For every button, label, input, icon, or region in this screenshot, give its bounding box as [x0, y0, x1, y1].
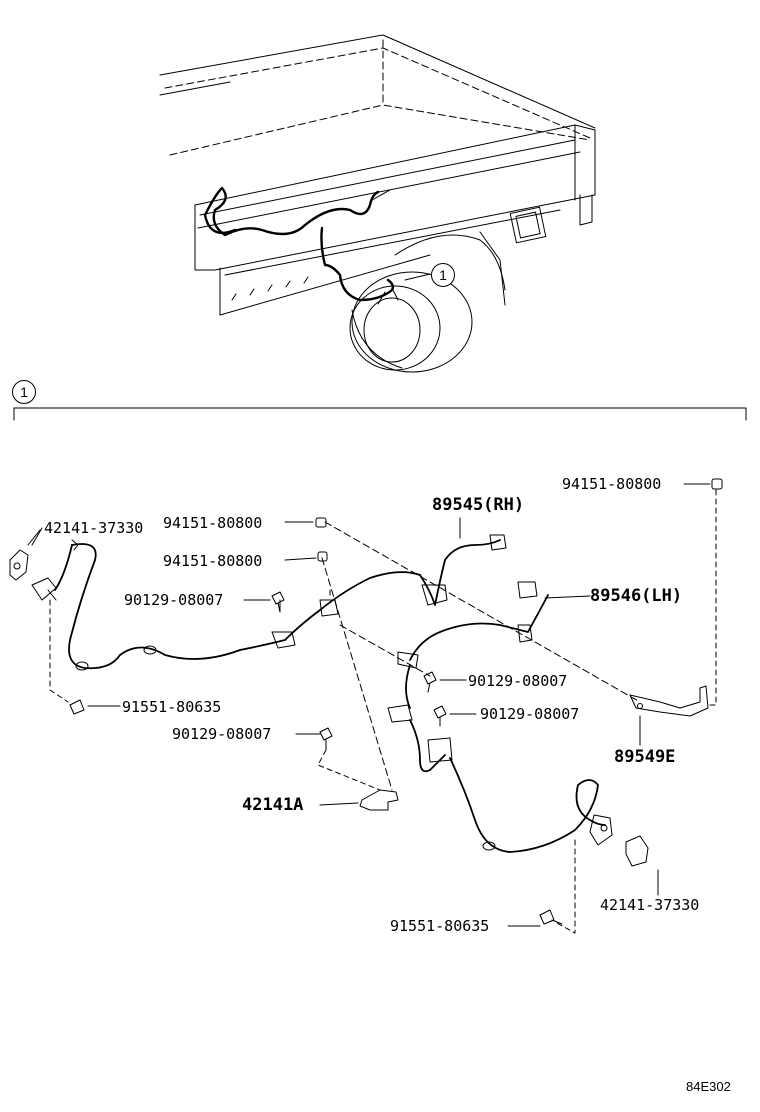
- right-sensor-assembly: [319, 704, 659, 934]
- part-label-91551-right: 91551-80635: [390, 917, 490, 935]
- part-label-94151-b: 94151-80800: [163, 552, 263, 570]
- callout-1: 1: [431, 263, 455, 287]
- figure-code: 84E302: [686, 1079, 731, 1094]
- part-label-94151-top-right: 94151-80800: [562, 475, 662, 493]
- part-label-42141-right: 42141-37330: [600, 896, 700, 914]
- truck-bed-illustration: [159, 34, 596, 373]
- part-label-89549e: 89549E: [614, 747, 676, 767]
- part-label-90129-c: 90129-08007: [480, 705, 580, 723]
- truck-wire-harness: [203, 186, 395, 302]
- part-label-89546-lh: 89546(LH): [590, 586, 683, 606]
- part-label-90129-a: 90129-08007: [124, 591, 224, 609]
- part-label-91551-left: 91551-80635: [122, 698, 222, 716]
- rh-sensor-lead: [419, 534, 507, 606]
- part-label-42141-left: 42141-37330: [44, 519, 144, 537]
- left-sensor-assembly: [9, 529, 421, 715]
- section-divider: [13, 407, 747, 421]
- part-label-94151-a: 94151-80800: [163, 514, 263, 532]
- bracket-89549e: [629, 685, 709, 746]
- lh-sensor-lead: [397, 581, 549, 709]
- part-label-89545-rh: 89545(RH): [432, 495, 525, 515]
- part-label-90129-d: 90129-08007: [172, 725, 272, 743]
- section-ref-1: 1: [12, 380, 36, 404]
- part-label-42141a: 42141A: [242, 795, 304, 815]
- part-label-90129-b: 90129-08007: [468, 672, 568, 690]
